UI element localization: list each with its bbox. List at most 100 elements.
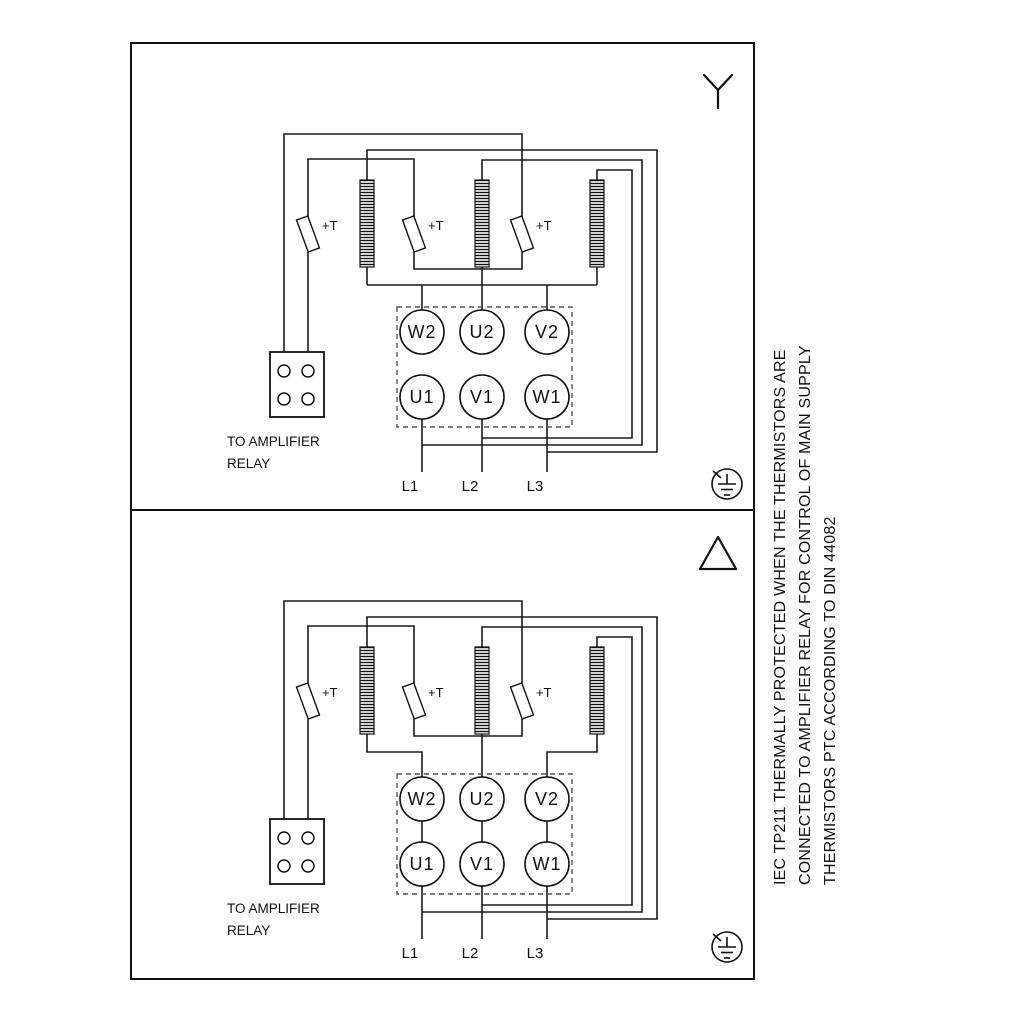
thermistor-icon: [401, 215, 427, 253]
wire: [366, 616, 658, 920]
wire: [422, 626, 643, 913]
supply-label-l2: L2: [462, 478, 479, 495]
terminal-circle-u1: [399, 374, 445, 420]
side-note-line-3: THERMISTORS PTC ACCORDING TO DIN 44082: [822, 516, 839, 885]
terminal-circle-w1: [524, 841, 570, 887]
star-wiring-panel: +T +T +T T: [132, 44, 753, 511]
wire: [283, 600, 523, 832]
terminal-board: W2 U2 V2 U1 V1 W1: [399, 776, 570, 887]
terminal-label-v2: V2: [535, 789, 559, 809]
relay-terminal: [301, 392, 315, 406]
relay-block-outline: [269, 351, 325, 418]
terminal-label-v1: V1: [470, 854, 494, 874]
terminal-circle-w2: [399, 309, 445, 355]
terminal-label-u2: U2: [469, 789, 494, 809]
terminal-label-u1: U1: [409, 387, 434, 407]
terminal-label-w1: W1: [533, 387, 562, 407]
terminal-circle-u2: [459, 309, 505, 355]
side-note-line-1: IEC TP211 THERMALLY PROTECTED WHEN THE T…: [772, 349, 789, 885]
terminal-board-outline: [396, 773, 573, 895]
side-note: IEC TP211 THERMALLY PROTECTED WHEN THE T…: [768, 345, 846, 885]
terminal-circle-v1: [459, 374, 505, 420]
star-wiring-diagram: +T +T +T T: [227, 73, 743, 500]
wire: [413, 252, 523, 270]
thermistor-label: +T: [536, 685, 552, 700]
terminal-circle-u2: [459, 776, 505, 822]
motor-winding: [589, 646, 605, 735]
motor-winding: [589, 179, 605, 268]
wire: [422, 159, 643, 446]
wire: [366, 734, 423, 777]
thermistor-label: +T: [322, 685, 338, 700]
wire: [366, 149, 658, 453]
wiring: [283, 133, 658, 472]
amplifier-relay-terminal-block: [269, 351, 325, 418]
relay-block-outline: [269, 818, 325, 885]
supply-label-l3: L3: [527, 945, 544, 962]
relay-note-line1: TO AMPLIFIER: [227, 901, 320, 916]
terminal-board-outline: [396, 306, 573, 428]
thermistor-icon: [509, 682, 535, 720]
supply-label-l1: L1: [402, 945, 419, 962]
relay-note-line1: TO AMPLIFIER: [227, 434, 320, 449]
star-connection-icon: [702, 73, 734, 110]
wire: [546, 734, 598, 777]
relay-terminal: [301, 364, 315, 378]
thermistor-icon: [509, 215, 535, 253]
terminal-label-w2: W2: [408, 322, 437, 342]
supply-label-l1: L1: [402, 478, 419, 495]
wire: [283, 133, 523, 365]
thermistor-label: +T: [428, 685, 444, 700]
wire: [482, 636, 633, 906]
wiring: [283, 600, 658, 939]
earth-symbol-icon: [711, 468, 743, 500]
relay-terminal: [277, 831, 291, 845]
supply-label-l2: L2: [462, 945, 479, 962]
terminal-circle-v2: [524, 309, 570, 355]
relay-terminal: [277, 392, 291, 406]
terminal-board: W2 U2 V2 U1 V1 W1: [399, 309, 570, 420]
wire: [413, 719, 523, 737]
relay-terminal: [301, 859, 315, 873]
terminal-circle-w1: [524, 374, 570, 420]
earth-symbol-icon: [711, 931, 743, 963]
relay-terminal: [277, 364, 291, 378]
terminal-label-w1: W1: [533, 854, 562, 874]
thermistor-icon: [295, 682, 321, 720]
thermistor-label: +T: [536, 218, 552, 233]
terminal-circle-v2: [524, 776, 570, 822]
motor-winding: [474, 179, 490, 268]
terminal-label-v1: V1: [470, 387, 494, 407]
wire: [307, 158, 415, 217]
terminal-circle-u1: [399, 841, 445, 887]
terminal-circle-w2: [399, 776, 445, 822]
thermistor-label: +T: [428, 218, 444, 233]
wire: [482, 169, 633, 439]
thermistor-icon: [295, 215, 321, 253]
supply-label-l3: L3: [527, 478, 544, 495]
relay-terminal: [277, 859, 291, 873]
motor-windings: [359, 179, 605, 268]
thermistor-label: +T: [322, 218, 338, 233]
relay-note-line2: RELAY: [227, 456, 270, 471]
motor-winding: [474, 646, 490, 735]
side-note-line-2: CONNECTED TO AMPLIFIER RELAY FOR CONTROL…: [797, 345, 814, 885]
thermistor-icon: [401, 682, 427, 720]
motor-winding: [359, 646, 375, 735]
relay-terminal: [301, 831, 315, 845]
motor-windings: [359, 646, 605, 735]
wire: [307, 625, 415, 684]
terminal-label-u1: U1: [409, 854, 434, 874]
relay-note-line2: RELAY: [227, 923, 270, 938]
diagram-frame: +T +T +T T: [130, 42, 755, 980]
terminal-label-w2: W2: [408, 789, 437, 809]
delta-wiring-panel: +T +T +T T: [132, 511, 753, 978]
delta-connection-icon: [698, 535, 738, 571]
thermistors: +T +T +T: [295, 682, 552, 720]
terminal-label-u2: U2: [469, 322, 494, 342]
amplifier-relay-terminal-block: [269, 818, 325, 885]
terminal-label-v2: V2: [535, 322, 559, 342]
motor-winding: [359, 179, 375, 268]
panel-divider: [132, 509, 753, 511]
terminal-circle-v1: [459, 841, 505, 887]
